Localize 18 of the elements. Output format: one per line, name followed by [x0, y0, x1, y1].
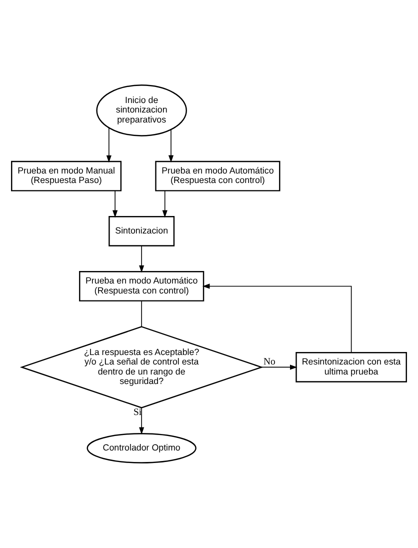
node-ellipse: Inicio de sintonizacion preparativos — [96, 84, 187, 136]
arrow — [139, 407, 144, 435]
arrow — [261, 364, 298, 370]
arrow — [162, 190, 168, 218]
edge-label: No — [264, 356, 276, 368]
node-box: Prueba en modo Automático (Respuesta con control) — [155, 160, 280, 192]
arrow — [202, 284, 352, 353]
node-diamond: ¿La respuesta es Aceptable? y/o ¿La señal de control esta dentro de un rango de seguridad? — [20, 326, 264, 408]
arrow — [168, 129, 174, 163]
node-box: Sintonizacion — [108, 216, 175, 246]
arrow — [106, 127, 112, 163]
arrow — [139, 246, 144, 273]
node-ellipse: Controlador Optimo — [86, 433, 196, 464]
connector — [141, 300, 142, 327]
arrow — [112, 190, 118, 218]
node-box: Prueba en modo Automático (Respuesta con control) — [79, 271, 204, 302]
node-box: Prueba en modo Manual (Respuesta Paso) — [11, 160, 122, 192]
node-box: Resintonizacion con esta ultima prueba — [296, 352, 407, 382]
